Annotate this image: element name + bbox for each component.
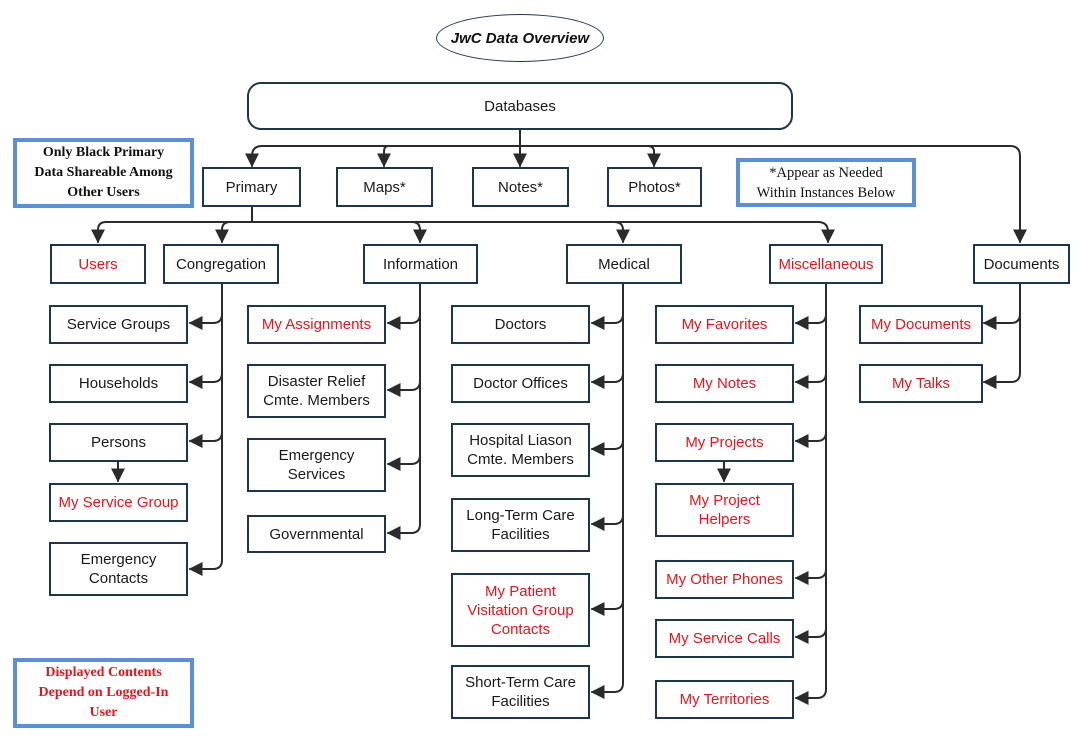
node-doctor-offices: Doctor Offices	[451, 364, 590, 403]
note-displayed-contents: Displayed Contents Depend on Logged-In U…	[13, 658, 194, 728]
connector-to-medical	[613, 221, 630, 244]
connector-to-my-other-phones	[794, 568, 827, 585]
connector-to-my-service-calls	[794, 627, 827, 644]
connector-miscellaneous-spine	[794, 283, 827, 705]
node-maps: Maps*	[336, 167, 433, 207]
node-disaster-relief: Disaster Relief Cmte. Members	[247, 364, 386, 418]
node-governmental: Governmental	[247, 515, 386, 553]
node-my-other-phones: My Other Phones	[655, 560, 794, 599]
node-my-territories: My Territories	[655, 680, 794, 719]
node-households: Households	[49, 364, 188, 403]
connector-to-persons	[188, 431, 223, 448]
node-my-favorites: My Favorites	[655, 305, 794, 344]
node-hospital-liason: Hospital Liason Cmte. Members	[451, 423, 590, 477]
node-my-patient-visitation: My Patient Visitation Group Contacts	[451, 573, 590, 647]
node-my-documents: My Documents	[859, 305, 983, 344]
connector-congregation-spine	[188, 283, 223, 576]
node-miscellaneous: Miscellaneous	[769, 244, 883, 284]
connector-to-photos	[647, 145, 661, 168]
connector-to-users	[91, 221, 107, 244]
node-my-project-helpers: My Project Helpers	[655, 483, 794, 537]
node-documents: Documents	[973, 244, 1070, 284]
node-medical: Medical	[566, 244, 682, 284]
connector-to-hospital-liason	[590, 439, 624, 456]
node-short-term-care: Short-Term Care Facilities	[451, 665, 590, 719]
connector-to-maps	[377, 145, 391, 168]
connector-to-emergency-services	[386, 454, 421, 471]
connector-to-my-documents	[982, 313, 1021, 330]
node-doctors: Doctors	[451, 305, 590, 344]
node-my-projects: My Projects	[655, 423, 794, 462]
node-persons: Persons	[49, 423, 188, 462]
connector-to-doctors	[590, 313, 624, 330]
node-my-service-group: My Service Group	[49, 483, 188, 522]
node-emergency-contacts: Emergency Contacts	[49, 542, 188, 596]
node-information: Information	[363, 244, 478, 284]
node-photos: Photos*	[607, 167, 702, 207]
node-my-assignments: My Assignments	[247, 305, 386, 344]
node-emergency-services: Emergency Services	[247, 438, 386, 492]
connector-to-households	[188, 372, 223, 389]
connector-to-my-projects	[794, 431, 827, 448]
connector-primary-bar	[105, 221, 835, 244]
node-long-term-care: Long-Term Care Facilities	[451, 498, 590, 552]
node-congregation: Congregation	[163, 244, 279, 284]
connector-medical-spine	[590, 283, 624, 699]
connector-to-my-assignments	[386, 313, 421, 330]
connector-to-congregation	[215, 221, 231, 244]
note-appear-as-needed: *Appear as Needed Within Instances Below	[736, 158, 916, 207]
node-my-notes: My Notes	[655, 364, 794, 403]
node-my-talks: My Talks	[859, 364, 983, 403]
connector-to-doctor-offices	[590, 372, 624, 389]
connector-databases-bar	[261, 145, 1027, 244]
connector-to-information	[411, 221, 427, 244]
connector-documents-spine	[982, 283, 1021, 389]
connector-to-my-patient	[590, 599, 624, 616]
diagram-title: JwC Data Overview	[436, 14, 604, 62]
node-primary: Primary	[202, 167, 301, 207]
connector-to-long-term	[590, 514, 624, 531]
node-my-service-calls: My Service Calls	[655, 619, 794, 658]
connector-to-my-notes	[794, 372, 827, 389]
node-service-groups: Service Groups	[49, 305, 188, 344]
connector-to-primary	[245, 145, 263, 168]
node-users: Users	[50, 244, 146, 284]
connector-to-service-groups	[188, 313, 223, 330]
note-shareable: Only Black Primary Data Shareable Among …	[13, 138, 194, 208]
node-databases: Databases	[247, 82, 793, 130]
connector-to-my-favorites	[794, 313, 827, 330]
node-notes: Notes*	[472, 167, 569, 207]
connector-to-disaster-relief	[386, 380, 421, 397]
connector-information-spine	[386, 283, 421, 540]
